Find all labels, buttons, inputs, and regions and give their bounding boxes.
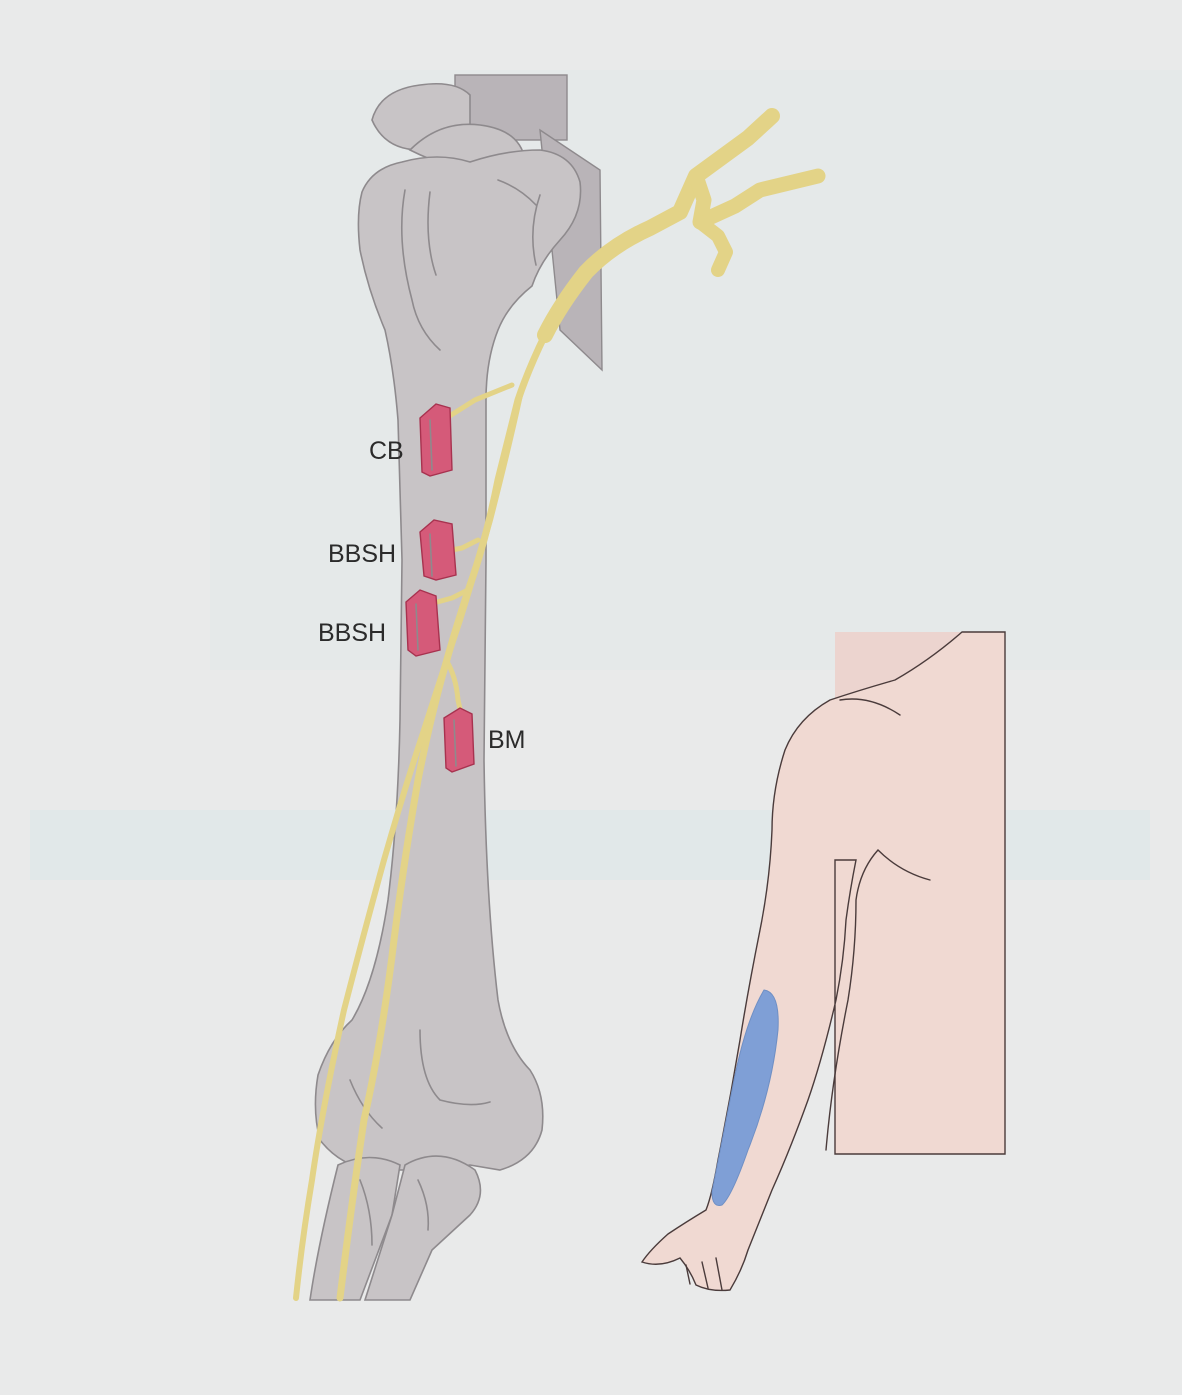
nerve-cord-upper: [537, 108, 780, 343]
nerve-branch-bbsh-lower: [427, 587, 471, 607]
arm-inset: [640, 631, 1006, 1292]
muscle-grafts: [405, 403, 475, 773]
sensory-area: [711, 989, 779, 1206]
forearm-bones: [309, 1155, 482, 1301]
label-bm: BM: [488, 726, 526, 754]
muscle-bbsh-upper: [419, 519, 457, 581]
nerve-branch-mid: [693, 215, 733, 277]
nerve-branch-top: [688, 168, 826, 230]
label-bbsh-lower: BBSH: [318, 619, 386, 647]
muscle-cb: [419, 403, 453, 477]
label-bbsh-upper: BBSH: [328, 540, 396, 568]
background-panel-top: [210, 70, 1182, 670]
muscle-bm: [443, 707, 475, 773]
nerve-branch-cb: [437, 382, 515, 425]
nerves: [293, 108, 826, 1302]
nerve-branch-bm: [443, 657, 465, 721]
nerve-lateral-trunk: [293, 392, 523, 1301]
label-cb: CB: [369, 437, 404, 465]
muscle-bbsh-lower: [405, 589, 441, 657]
